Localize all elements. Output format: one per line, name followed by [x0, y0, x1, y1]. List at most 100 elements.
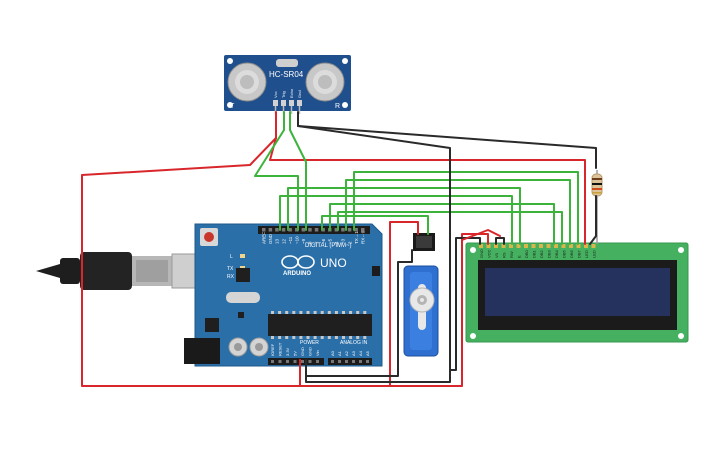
digital-pin-hole[interactable] — [288, 228, 292, 232]
power-pin-label: GND — [308, 347, 313, 356]
digital-pin-label: GND — [268, 233, 273, 244]
lcd-pin-label: DB6 — [569, 249, 574, 258]
digital-pin-label: TX→1 — [354, 231, 359, 244]
analog-pin-hole[interactable] — [331, 360, 334, 363]
power-pin-hole[interactable] — [286, 360, 289, 363]
digital-pin-label: RX←0 — [361, 230, 366, 244]
lcd-pin[interactable] — [524, 244, 528, 248]
power-pin-hole[interactable] — [316, 360, 319, 363]
lcd-pin[interactable] — [569, 244, 573, 248]
lcd-pin[interactable] — [531, 244, 536, 248]
lcd-pin[interactable] — [516, 244, 521, 248]
transducer-left — [227, 62, 267, 102]
lcd-pin[interactable] — [539, 244, 543, 248]
power-pin-hole[interactable] — [301, 360, 304, 363]
lcd-pin-label: DB4 — [554, 249, 559, 258]
sensor-corner-left: T — [230, 103, 235, 110]
wire-black-lcd-gnd — [449, 237, 481, 371]
digital-pin-label: ~11 — [288, 236, 293, 244]
power-pin-label: 5V — [293, 351, 298, 356]
analog-pin-hole[interactable] — [345, 360, 348, 363]
digital-pin-label: 13 — [275, 238, 280, 244]
wire-red-v0 — [461, 229, 501, 241]
analog-pin-hole[interactable] — [338, 360, 341, 363]
power-jack[interactable] — [184, 338, 220, 364]
digital-pin-label: 12 — [281, 238, 286, 244]
lcd-pin[interactable] — [546, 244, 551, 248]
lcd-pin-label: RS — [502, 252, 507, 258]
power-pin-hole[interactable] — [293, 360, 297, 363]
power-pin-hole[interactable] — [278, 360, 282, 363]
digital-pin-hole[interactable] — [308, 228, 312, 232]
wire-black-servo-gnd — [305, 249, 413, 377]
lcd-pin[interactable] — [501, 244, 506, 248]
servo-icon[interactable] — [403, 233, 439, 357]
power-pin-label: Vin — [315, 350, 320, 356]
digital-pin-hole[interactable] — [295, 228, 299, 232]
lcd-pin[interactable] — [561, 244, 566, 248]
analog-pin-hole[interactable] — [366, 360, 369, 363]
lcd-pin[interactable] — [509, 244, 513, 248]
analog-pin-label: A4 — [358, 350, 363, 356]
digital-pin-hole[interactable] — [301, 228, 306, 232]
lcd-pin-label: LED — [584, 250, 589, 258]
wire-green-e — [279, 195, 513, 245]
digital-pin-label: ~3 — [341, 238, 346, 244]
digital-pin-hole[interactable] — [275, 228, 279, 232]
power-pin-label: GND — [300, 347, 305, 356]
analog-pin-label: A0 — [330, 350, 335, 356]
lcd-pin-label: GND — [479, 249, 484, 258]
lcd-pin[interactable] — [486, 244, 491, 248]
power-pin-label: IOREF — [270, 343, 275, 356]
lcd-pin[interactable] — [591, 244, 596, 248]
sensor-pin-label: Vcc — [273, 91, 278, 98]
lcd-pin[interactable] — [584, 244, 588, 248]
wire-green-trig — [254, 111, 299, 231]
digital-header — [258, 226, 370, 234]
sensor-pin[interactable] — [289, 100, 294, 106]
lcd-pin[interactable] — [479, 244, 483, 248]
power-pin-hole[interactable] — [271, 360, 274, 363]
arduino-logo — [281, 255, 315, 269]
digital-pin-hole[interactable] — [281, 228, 286, 232]
digital-pin-label: 7 — [314, 241, 319, 244]
digital-pin-hole[interactable] — [341, 228, 345, 232]
digital-pin-hole[interactable] — [354, 228, 358, 232]
digital-pin-hole[interactable] — [268, 228, 273, 232]
wire-black-sensor-gnd — [297, 111, 597, 169]
sensor-pin[interactable] — [273, 100, 278, 106]
sensor-pin[interactable] — [297, 100, 302, 106]
analog-pin-label: A1 — [337, 350, 342, 356]
digital-pin-hole[interactable] — [334, 228, 339, 232]
digital-pin-hole[interactable] — [262, 228, 266, 232]
wire-red-lcd-power — [389, 233, 489, 387]
digital-pin-hole[interactable] — [361, 228, 365, 232]
sensor-pin[interactable] — [281, 100, 286, 106]
analog-pin-hole[interactable] — [359, 360, 362, 363]
digital-pin-hole[interactable] — [314, 228, 319, 232]
analog-pin-label: A3 — [351, 350, 356, 356]
digital-pin-hole[interactable] — [321, 228, 325, 232]
lcd-pin[interactable] — [494, 244, 498, 248]
usb-chip — [236, 268, 250, 282]
digital-pin-label: AREF — [262, 232, 267, 244]
sensor-corner-right: R — [335, 103, 340, 110]
lcd-pin[interactable] — [554, 244, 558, 248]
digital-pin-hole[interactable] — [347, 228, 352, 232]
wire-green-rs — [287, 187, 521, 245]
lcd-pin[interactable] — [576, 244, 581, 248]
arduino-brand: ARDUINO — [283, 271, 311, 277]
usb-cable-icon[interactable] — [36, 252, 211, 290]
digital-pin-label: 8 — [308, 241, 313, 244]
led-rx-label: RX — [227, 274, 235, 280]
analog-pin-hole[interactable] — [352, 360, 355, 363]
analog-label: ANALOG IN — [340, 340, 368, 346]
power-pin-hole[interactable] — [308, 360, 312, 363]
crystal — [226, 292, 260, 303]
